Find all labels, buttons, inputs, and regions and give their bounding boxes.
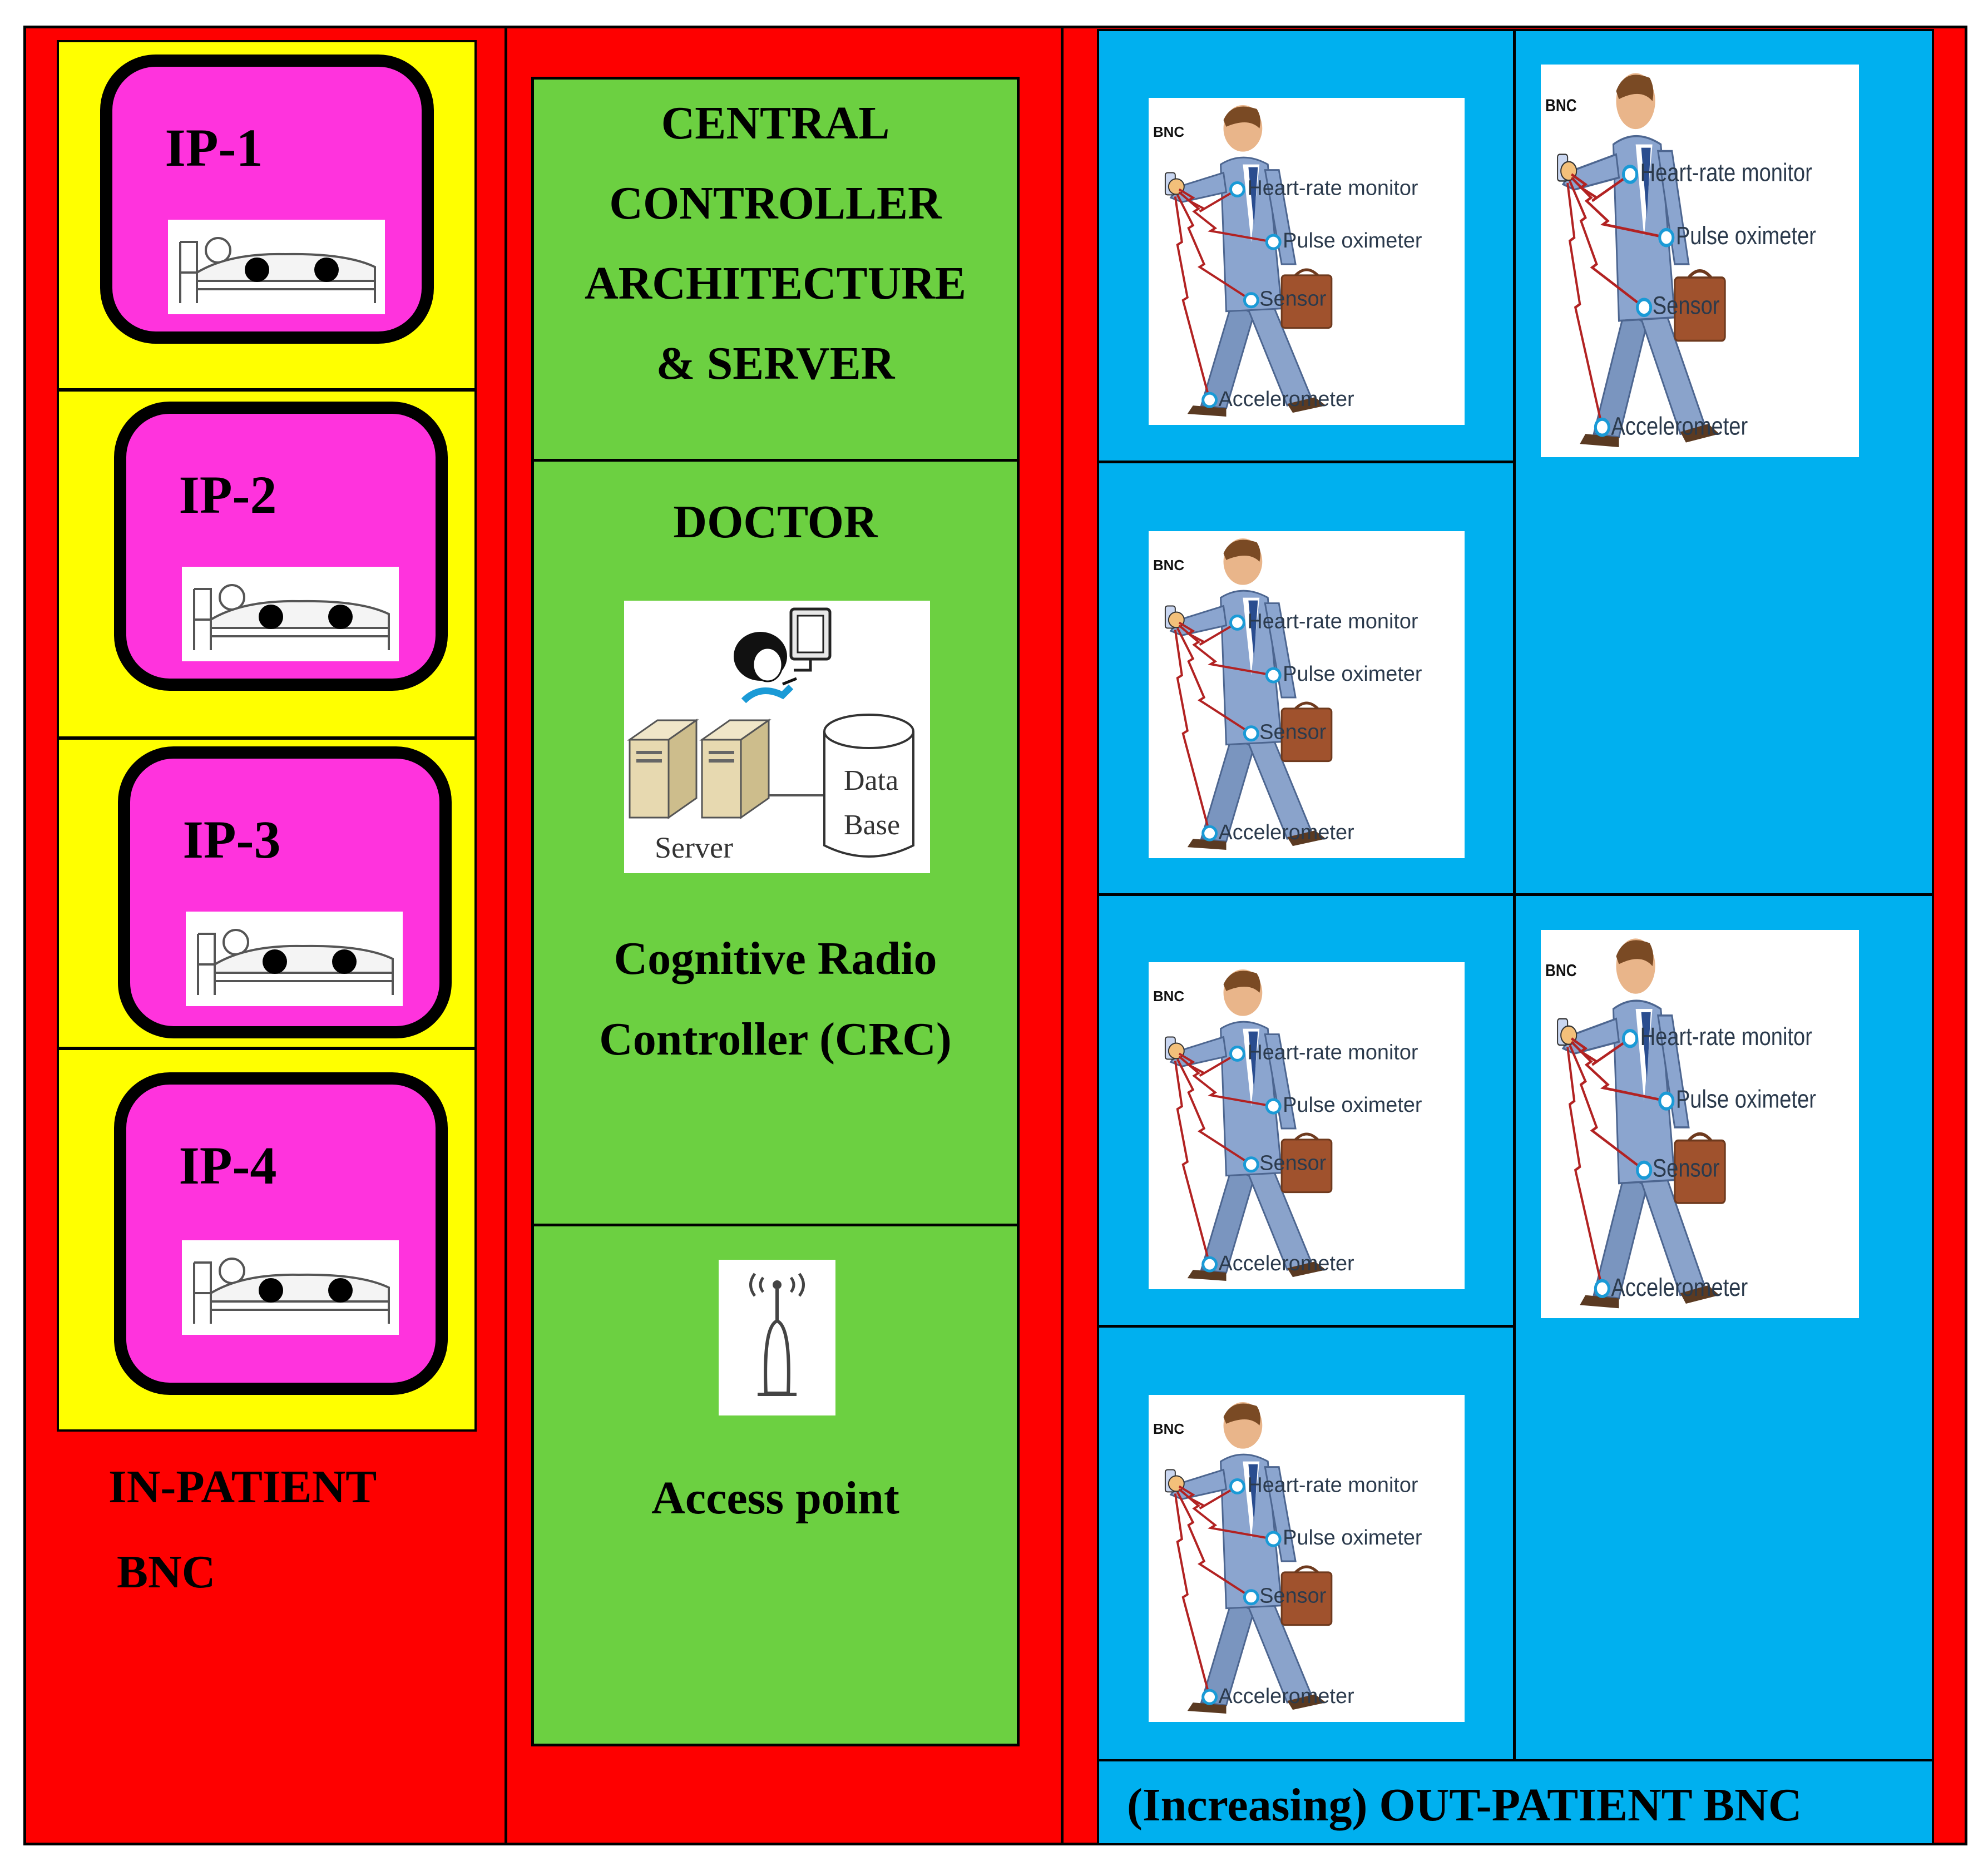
grid-divider-1 bbox=[1097, 461, 1514, 463]
database-label-1: Data bbox=[844, 765, 898, 796]
crc-line-2: Controller (CRC) bbox=[599, 1013, 952, 1065]
sensor-label-sensor: Sensor bbox=[1259, 721, 1326, 744]
sensor-label-heart: Heart-rate monitor bbox=[1247, 610, 1418, 633]
bed-cell-ip-2: IP-2 bbox=[57, 389, 477, 739]
access-point-box: Access point bbox=[531, 1224, 1020, 1746]
heading-line-2: CONTROLLER bbox=[609, 177, 942, 229]
sensor-label-heart: Heart-rate monitor bbox=[1247, 176, 1418, 200]
bnc-tag: BNC bbox=[1153, 1422, 1184, 1437]
walking-patient-icon: BNC Heart-rate monitor Pulse oximeter Se… bbox=[1149, 1395, 1465, 1722]
bed-cell-ip-1: IP-1 bbox=[57, 40, 477, 390]
walking-patient-icon: BNC Heart-rate monitor Pulse oximeter Se… bbox=[1149, 962, 1465, 1289]
bnc-tag: BNC bbox=[1153, 558, 1184, 573]
sensor-label-heart: Heart-rate monitor bbox=[1247, 1041, 1418, 1064]
sensor-label-accel: Accelerometer bbox=[1611, 1273, 1748, 1301]
sensor-label-heart: Heart-rate monitor bbox=[1640, 158, 1812, 186]
sensor-label-pulse: Pulse oximeter bbox=[1676, 1085, 1816, 1113]
monitor-icon bbox=[789, 607, 832, 672]
walking-patient-icon: BNC Heart-rate monitor Pulse oximeter Se… bbox=[1149, 531, 1465, 858]
bed-card-ip-3[interactable]: IP-3 bbox=[117, 746, 452, 1038]
walking-patient-icon: BNC Heart-rate monitor Pulse oximeter Se… bbox=[1149, 98, 1465, 425]
central-controller-box: CENTRAL CONTROLLER ARCHITECTURE & SERVER bbox=[531, 77, 1020, 462]
hospital-bed-icon bbox=[167, 220, 385, 314]
bed-label: IP-4 bbox=[179, 1136, 277, 1195]
server-label: Server bbox=[655, 831, 733, 864]
inpatient-caption-line1: IN-PATIENT bbox=[108, 1461, 377, 1513]
outpatient-caption-bar: (Increasing) OUT-PATIENT BNC bbox=[1097, 1759, 1934, 1845]
heading-line-1: CENTRAL bbox=[661, 97, 890, 149]
sensor-label-pulse: Pulse oximeter bbox=[1283, 1526, 1422, 1550]
hospital-bed-icon bbox=[181, 567, 399, 661]
sensor-label-sensor: Sensor bbox=[1259, 1585, 1326, 1608]
database-label-2: Base bbox=[844, 809, 900, 841]
doctor-label: DOCTOR bbox=[673, 496, 878, 548]
bed-cell-ip-4: IP-4 bbox=[57, 1048, 477, 1432]
sensor-label-pulse: Pulse oximeter bbox=[1283, 229, 1422, 253]
crc-line-1: Cognitive Radio bbox=[614, 933, 937, 984]
sensor-label-accel: Accelerometer bbox=[1219, 388, 1354, 411]
access-point-icon bbox=[719, 1260, 835, 1415]
sensor-label-sensor: Sensor bbox=[1259, 288, 1326, 311]
heading-line-3: ARCHITECTURE bbox=[584, 258, 967, 309]
sensor-label-pulse: Pulse oximeter bbox=[1283, 1093, 1422, 1117]
grid-vertical-divider bbox=[1513, 29, 1516, 1763]
doctor-crc-box: DOCTOR Server bbox=[531, 459, 1020, 1226]
sensor-label-sensor: Sensor bbox=[1653, 291, 1720, 320]
walking-patient-icon: BNC Heart-rate monitor Pulse oximeter Se… bbox=[1541, 930, 1859, 1318]
sensor-label-pulse: Pulse oximeter bbox=[1283, 662, 1422, 686]
bnc-tag: BNC bbox=[1153, 125, 1184, 140]
bnc-tag: BNC bbox=[1545, 961, 1577, 981]
server-database-illustration: Server Data Base bbox=[624, 601, 930, 873]
bed-label: IP-1 bbox=[165, 118, 263, 177]
heading-line-4: & SERVER bbox=[656, 338, 895, 389]
hospital-bed-icon bbox=[185, 912, 403, 1006]
bed-card-ip-4[interactable]: IP-4 bbox=[113, 1072, 448, 1395]
sensor-label-pulse: Pulse oximeter bbox=[1676, 221, 1816, 250]
inpatient-caption-line2: BNC bbox=[117, 1546, 216, 1598]
database-icon: Data Base bbox=[823, 714, 914, 858]
bnc-tag: BNC bbox=[1545, 96, 1577, 116]
hospital-bed-icon bbox=[181, 1240, 399, 1335]
bed-label: IP-3 bbox=[182, 810, 281, 869]
bnc-tag: BNC bbox=[1153, 989, 1184, 1004]
sensor-label-accel: Accelerometer bbox=[1219, 1685, 1354, 1708]
access-point-label: Access point bbox=[651, 1472, 899, 1524]
bed-label: IP-2 bbox=[179, 465, 277, 524]
sensor-label-sensor: Sensor bbox=[1259, 1152, 1326, 1175]
sensor-label-accel: Accelerometer bbox=[1219, 821, 1354, 844]
sensor-label-accel: Accelerometer bbox=[1611, 412, 1748, 440]
bed-card-ip-1[interactable]: IP-1 bbox=[100, 55, 434, 344]
server-icon bbox=[627, 719, 772, 819]
sensor-label-heart: Heart-rate monitor bbox=[1640, 1022, 1812, 1051]
sensor-label-sensor: Sensor bbox=[1653, 1154, 1720, 1182]
grid-divider-3 bbox=[1097, 1325, 1514, 1328]
grid-divider-2 bbox=[1097, 893, 1934, 896]
sensor-label-accel: Accelerometer bbox=[1219, 1252, 1354, 1275]
doctor-icon bbox=[734, 632, 797, 704]
bed-cell-ip-3: IP-3 bbox=[57, 737, 477, 1049]
walking-patient-icon: BNC Heart-rate monitor Pulse oximeter Se… bbox=[1541, 65, 1859, 457]
bed-card-ip-2[interactable]: IP-2 bbox=[113, 402, 448, 691]
sensor-label-heart: Heart-rate monitor bbox=[1247, 1473, 1418, 1497]
outpatient-caption: (Increasing) OUT-PATIENT BNC bbox=[1127, 1779, 1802, 1831]
